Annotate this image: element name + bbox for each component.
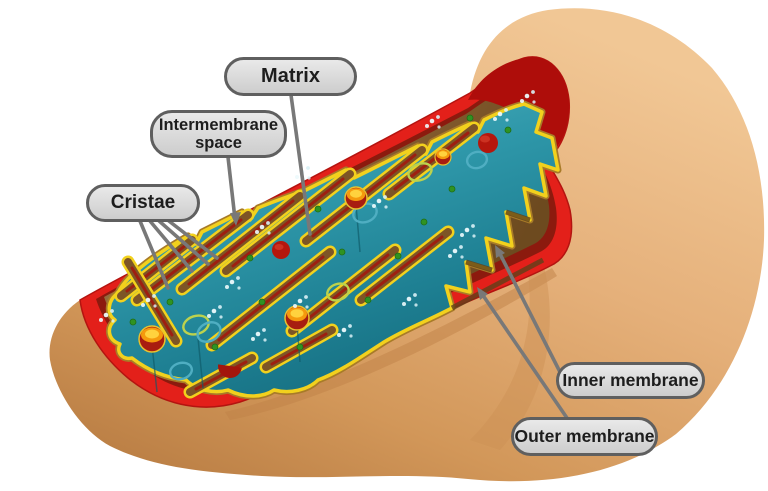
body-shadow-lower: [225, 268, 557, 420]
label-outer-membrane-text: Outer membrane: [514, 425, 655, 446]
leader-line-cristae: [156, 218, 210, 266]
leader-line-matrix: [289, 93, 312, 236]
crista-core: [365, 235, 444, 297]
leader-line-inner-membrane: [496, 248, 562, 374]
cut-wall-line: [465, 259, 493, 273]
red-sphere: [272, 241, 290, 259]
crista-fold: [354, 225, 455, 307]
granule: [434, 148, 452, 166]
granule: [344, 186, 368, 210]
cut-wall-line: [450, 257, 545, 311]
crista-core: [217, 255, 325, 342]
crista-fold: [219, 167, 357, 278]
crista-core: [393, 131, 470, 191]
label-inner-membrane: Inner membrane: [556, 362, 705, 399]
dna-loop: [196, 321, 222, 343]
arrowhead-outer-membrane: [477, 287, 488, 300]
dna-loop: [407, 162, 433, 182]
crista-fold: [382, 121, 481, 201]
leader-lines: [138, 93, 569, 420]
crista-core: [130, 266, 174, 337]
label-outer-membrane: Outer membrane: [511, 417, 658, 456]
arrowhead-intermembrane: [230, 212, 241, 226]
arrowhead-inner-membrane: [495, 245, 505, 258]
granule-string: [355, 204, 361, 253]
crista-core: [231, 177, 345, 268]
granule: [284, 305, 310, 331]
granule: [138, 325, 166, 353]
label-inner-membrane-text: Inner membrane: [562, 369, 699, 390]
dna-loop: [326, 282, 350, 302]
crista-core: [142, 218, 243, 297]
crista-core: [187, 199, 295, 286]
label-matrix-text: Matrix: [261, 65, 320, 88]
red-wedge: [218, 364, 242, 378]
leader-line-cristae: [163, 216, 219, 260]
leader-line-cristae: [148, 219, 194, 273]
cut-face-walls: [450, 209, 545, 311]
cut-wall-line: [505, 209, 531, 223]
label-intermembrane-space: Intermembrane space: [150, 110, 287, 158]
granule-string: [151, 344, 158, 393]
red-sphere: [478, 133, 498, 153]
matrix-contents: [99, 90, 536, 393]
label-intermembrane-space-text: Intermembrane space: [158, 115, 279, 152]
crista-fold: [175, 189, 307, 296]
leader-line-cristae: [138, 219, 170, 290]
crista-fold: [130, 208, 255, 307]
crista-fold: [183, 351, 259, 399]
granule-string: [197, 337, 204, 389]
dna-loop: [465, 150, 489, 170]
crista-fold: [121, 255, 183, 348]
crista-fold: [205, 245, 337, 352]
label-cristae-text: Cristae: [110, 192, 176, 214]
dna-loop: [168, 361, 194, 381]
crista-core: [297, 253, 390, 328]
label-cristae: Cristae: [86, 184, 200, 222]
leader-line-intermembrane: [226, 155, 237, 221]
leader-line-outer-membrane: [478, 289, 569, 420]
crista-core: [194, 360, 248, 391]
label-matrix: Matrix: [224, 57, 357, 96]
